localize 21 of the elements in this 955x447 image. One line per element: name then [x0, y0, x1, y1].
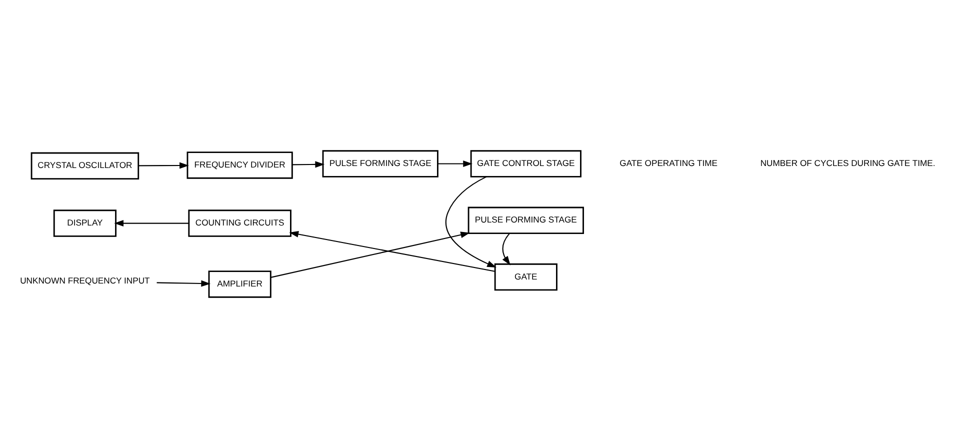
node-box: AMPLIFIER [208, 270, 272, 298]
arrow [138, 162, 189, 168]
node-box: COUNTING CIRCUITS [188, 209, 292, 236]
arrow [502, 232, 510, 265]
arrow [114, 220, 189, 226]
arrow [270, 231, 470, 278]
node-text: UNKNOWN FREQUENCY INPUT [20, 275, 150, 286]
node-box: CRYSTAL OSCILLATOR [30, 152, 140, 180]
node-box: PULSE FORMING STAGE [468, 206, 584, 234]
arrow [438, 160, 472, 167]
node-box: FREQUENCY DIVIDER [186, 151, 293, 178]
arrow [289, 230, 496, 272]
label: GATE OPERATING TIME [620, 157, 718, 168]
arrow [292, 160, 325, 168]
arrow [445, 176, 496, 267]
node-box: PULSE FORMING STAGE [322, 150, 438, 177]
arrow [156, 280, 210, 286]
node-box: DISPLAY [53, 209, 116, 236]
label: NUMBER OF CYCLES DURING GATE TIME. [760, 157, 936, 168]
node-box: GATE CONTROL STAGE [470, 150, 582, 177]
node-box: GATE [494, 262, 558, 290]
